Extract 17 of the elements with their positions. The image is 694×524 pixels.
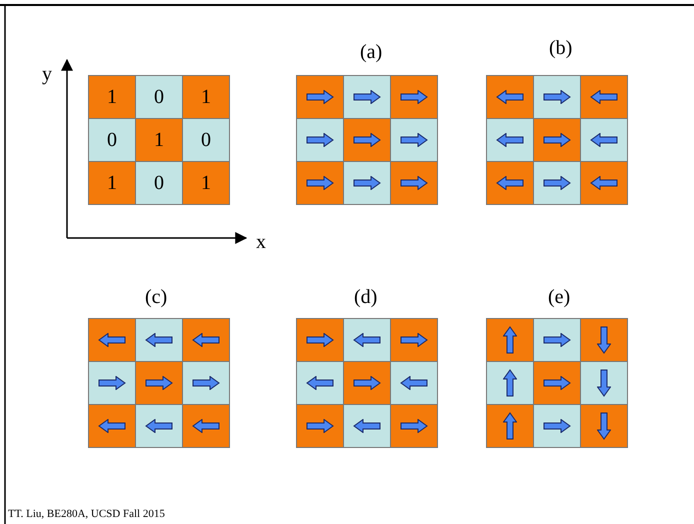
cell-value: 1 <box>107 173 117 193</box>
cell-value: 0 <box>107 130 117 150</box>
panel-label: (a) <box>360 42 382 62</box>
axis-label: y <box>42 64 52 84</box>
panel-label: (b) <box>549 38 572 58</box>
cell-value: 1 <box>201 173 211 193</box>
cell-value: 0 <box>201 130 211 150</box>
axis-label: x <box>256 232 266 252</box>
footer-credit: TT. Liu, BE280A, UCSD Fall 2015 <box>8 509 165 520</box>
cell-value: 0 <box>154 87 164 107</box>
panel-label: (c) <box>145 287 168 307</box>
panel-label: (e) <box>548 287 570 307</box>
cell-value: 0 <box>154 173 164 193</box>
cell-value: 1 <box>107 87 117 107</box>
cell-value: 1 <box>201 87 211 107</box>
panel-label: (d) <box>354 287 378 307</box>
cell-value: 1 <box>154 130 164 150</box>
